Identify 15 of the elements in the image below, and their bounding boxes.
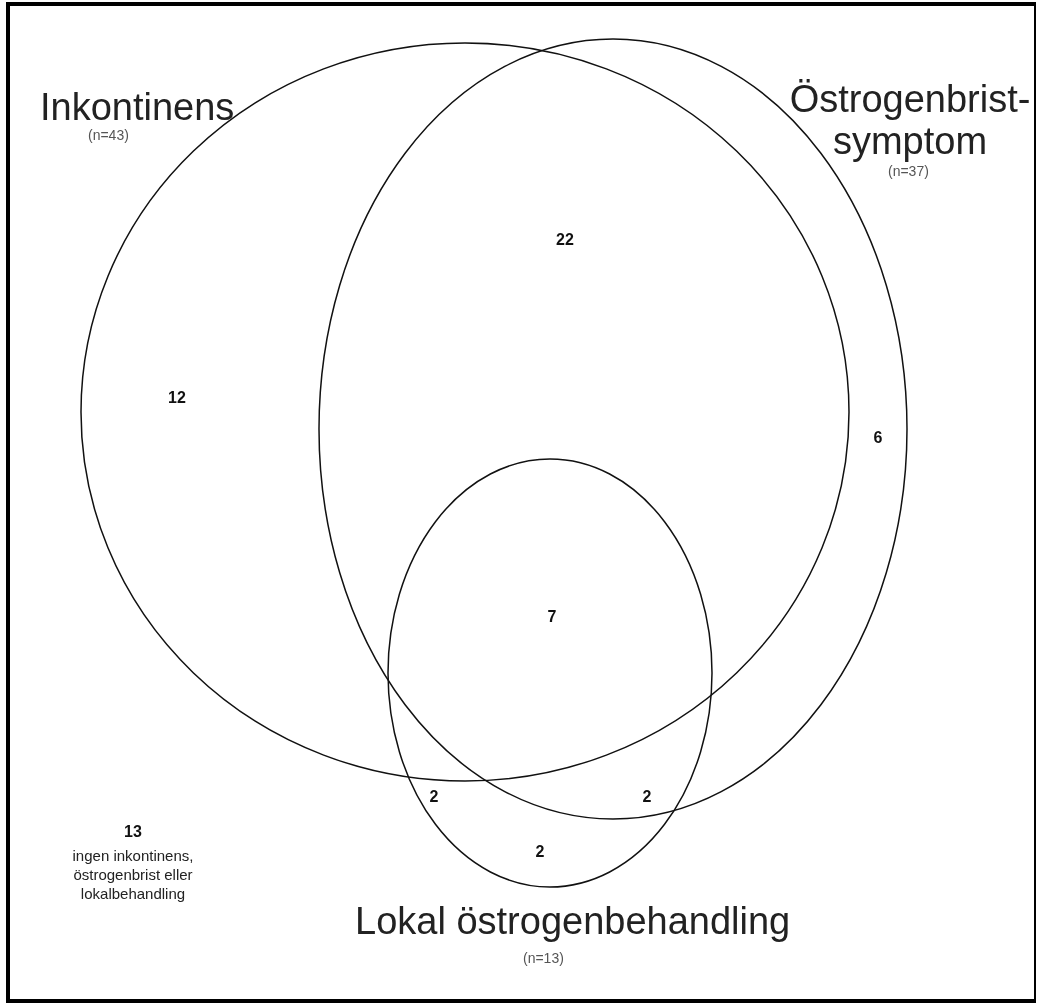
region-count: 2 <box>535 843 545 861</box>
region-count: 22 <box>556 231 574 249</box>
set-title: Lokal östrogenbehandling <box>355 900 791 942</box>
sample-size-label: (n=43) <box>88 127 129 143</box>
region-count: 12 <box>168 389 186 407</box>
set-title: Östrogenbrist- symptom <box>788 78 1032 162</box>
region-count: 7 <box>547 608 557 626</box>
note-text: ingen inkontinens, östrogenbrist eller lokalbehandling <box>71 846 195 903</box>
sample-size-label: (n=13) <box>523 950 564 966</box>
region-count: 6 <box>873 429 883 447</box>
set-title: Inkontinens <box>40 86 235 128</box>
region-count: 2 <box>429 788 439 806</box>
region-count: 2 <box>642 788 652 806</box>
region-count: 13 <box>124 823 142 841</box>
sample-size-label: (n=37) <box>888 163 929 179</box>
